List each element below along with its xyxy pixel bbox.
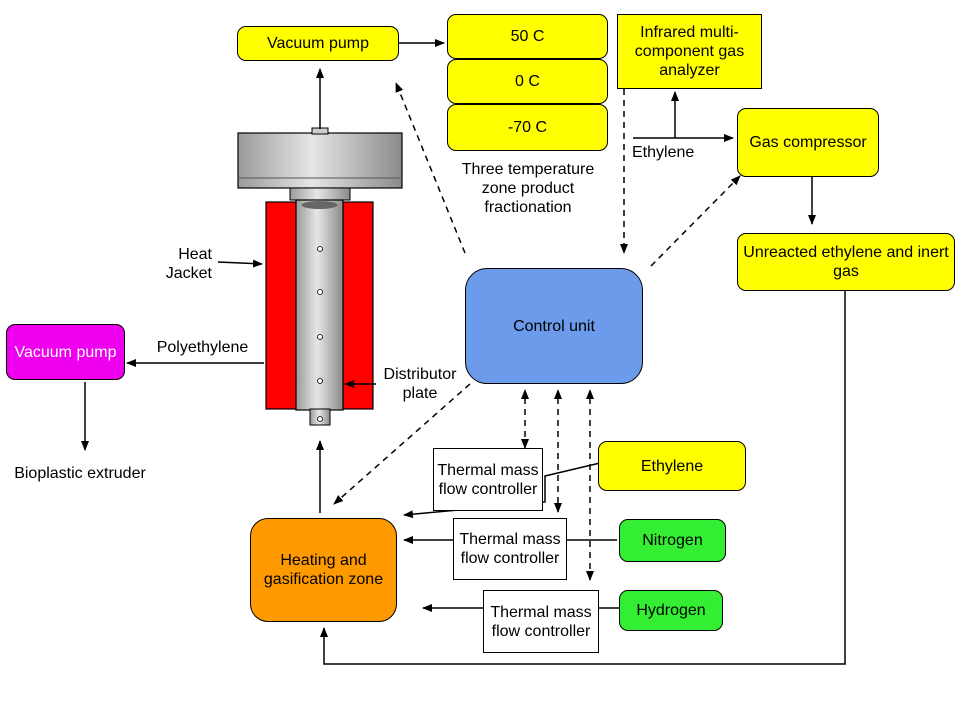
ethylene-source-box: Ethylene [598,441,746,491]
thermal-mfc-3-box: Thermal mass flow controller [483,590,599,653]
heating-gasification-box: Heating and gasification zone [250,518,397,622]
zone-minus70-box: -70 C [447,104,608,151]
ethylene-line-label: Ethylene [632,144,695,161]
dashed-control-to-vacuum [395,82,466,254]
vacuum-pump-left-box: Vacuum pump [6,324,125,380]
zone-50-box: 50 C [447,14,608,59]
heat-jacket-left [265,201,297,410]
thermal-mfc-1-box: Thermal mass flow controller [433,448,543,511]
reactor-top-cap [237,132,403,189]
gas-compressor-box: Gas compressor [737,108,879,177]
hydrogen-source-box: Hydrogen [619,590,723,631]
fractionation-label: Three temperature zone product fractiona… [461,161,595,216]
vacuum-pump-top-box: Vacuum pump [237,26,399,61]
zone-0-box: 0 C [447,59,608,104]
nitrogen-source-box: Nitrogen [619,519,726,562]
dashed-control-to-heating [333,383,471,505]
heat-jacket-right [342,201,374,410]
reactor-vessel [237,127,403,426]
heat-jacket-label: Heat Jacket [165,246,212,282]
control-unit-box: Control unit [465,268,643,384]
arrow-recycle-loop [320,291,846,665]
distributor-plate-label: Distributor plate [383,366,457,402]
arrow-heat-jacket [217,259,263,268]
unreacted-gas-box: Unreacted ethylene and inert gas [737,233,955,291]
thermal-mfc-2-box: Thermal mass flow controller [453,518,567,580]
polyethylene-label: Polyethylene [156,339,249,356]
infrared-analyzer-box: Infrared multi-component gas analyzer [617,14,762,89]
bioplastic-extruder-label: Bioplastic extruder [14,465,146,482]
dashed-control-to-compressor [650,175,741,267]
